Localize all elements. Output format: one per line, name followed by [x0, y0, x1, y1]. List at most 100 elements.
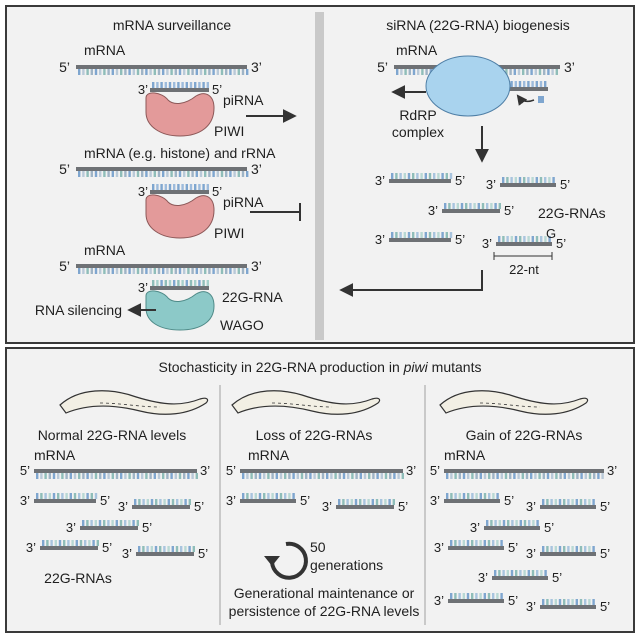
- nucleotide-tick: [571, 599, 574, 605]
- nucleotide-tick: [496, 473, 499, 479]
- nucleotide-tick: [48, 473, 51, 479]
- strand-backbone: [336, 505, 394, 509]
- nucleotide-tick: [449, 173, 453, 179]
- nucleotide-tick: [492, 493, 495, 499]
- nucleotide-tick: [136, 520, 139, 526]
- nucleotide-tick: [505, 69, 508, 75]
- nucleotide-tick: [498, 570, 501, 576]
- bottom-title: Stochasticity in 22G-RNA production in p…: [159, 359, 482, 375]
- nucleotide-tick: [152, 280, 155, 286]
- nucleotide-tick: [54, 540, 57, 546]
- strand-backbone: [540, 505, 596, 509]
- nucleotide-tick: [396, 69, 399, 75]
- nucleotide-tick: [395, 232, 398, 238]
- nucleotide-tick: [138, 546, 141, 552]
- nucleotide-tick: [536, 520, 539, 526]
- nucleotide-tick: [166, 268, 169, 274]
- nucleotide-tick: [542, 599, 545, 605]
- nucleotide-tick: [416, 232, 419, 238]
- nucleotide-tick: [542, 473, 545, 479]
- nucleotide-tick: [528, 520, 531, 526]
- strand-backbone: [76, 65, 247, 69]
- label-3prime: 3’: [26, 540, 36, 555]
- label-5prime: 5’: [59, 258, 70, 274]
- nucleotide-tick: [174, 268, 177, 274]
- nucleotide-tick: [592, 599, 595, 605]
- nucleotide-tick: [120, 69, 123, 75]
- nucleotide-tick: [380, 473, 383, 479]
- nucleotide-tick: [191, 268, 194, 274]
- nucleotide-tick: [86, 520, 89, 526]
- label-3prime: 3’: [607, 463, 617, 478]
- nucleotide-tick: [206, 82, 209, 88]
- nucleotide-tick: [181, 82, 184, 88]
- label-piwi: PIWI: [214, 225, 244, 241]
- nucleotide-tick: [138, 499, 141, 505]
- nucleotide-tick: [82, 473, 85, 479]
- nucleotide-tick: [275, 493, 278, 499]
- nucleotide-tick: [535, 236, 539, 242]
- nucleotide-tick: [73, 493, 77, 499]
- nucleotide-tick: [544, 177, 547, 183]
- nucleotide-tick: [588, 599, 591, 605]
- nucleotide-tick: [548, 177, 551, 183]
- g22-strand: [389, 232, 453, 242]
- nucleotide-tick: [194, 82, 197, 88]
- label-3prime: 3’: [251, 258, 262, 274]
- nucleotide-tick: [558, 546, 562, 552]
- strand-backbone: [448, 546, 504, 550]
- nucleotide-tick: [198, 82, 201, 88]
- nucleotide-tick: [479, 540, 482, 546]
- nucleotide-tick: [592, 546, 595, 552]
- g22-strand-wago: [150, 280, 209, 290]
- nucleotide-tick: [170, 268, 173, 274]
- label-3prime: 3’: [526, 546, 536, 561]
- label-piwi: PIWI: [214, 123, 244, 139]
- nucleotide-tick: [184, 546, 187, 552]
- label-mrna-histone: mRNA (e.g. histone) and rRNA: [84, 145, 276, 161]
- nucleotide-tick: [388, 499, 391, 505]
- strand-backbone: [80, 526, 138, 530]
- title-mrna-surveillance: mRNA surveillance: [113, 17, 231, 33]
- nucleotide-tick: [170, 473, 173, 479]
- label-3prime: 3’: [375, 173, 385, 188]
- nucleotide-tick: [63, 540, 66, 546]
- nucleotide-tick: [183, 171, 186, 177]
- nucleotide-tick: [371, 499, 374, 505]
- nucleotide-tick: [198, 280, 201, 286]
- nucleotide-tick: [237, 171, 240, 177]
- nucleotide-tick: [359, 473, 362, 479]
- nucleotide-tick: [504, 473, 508, 479]
- nucleotide-tick: [454, 593, 457, 599]
- nucleotide-tick: [380, 499, 383, 505]
- nucleotide-tick: [199, 268, 203, 274]
- label-5prime: 5’: [552, 570, 562, 585]
- nucleotide-tick: [555, 69, 558, 75]
- label-3prime: 3’: [434, 540, 444, 555]
- nucleotide-tick: [225, 268, 228, 274]
- nucleotide-tick: [107, 69, 110, 75]
- nucleotide-tick: [84, 540, 87, 546]
- nucleotide-tick: [178, 69, 182, 75]
- label-5prime: 5’: [600, 499, 610, 514]
- nucleotide-tick: [145, 268, 148, 274]
- strand-backbone: [34, 469, 197, 473]
- label-3prime: 3’: [482, 236, 492, 251]
- nucleotide-tick: [347, 473, 350, 479]
- nucleotide-tick: [99, 473, 102, 479]
- nucleotide-tick: [128, 520, 131, 526]
- nucleotide-tick: [354, 499, 358, 505]
- nucleotide-tick: [416, 173, 419, 179]
- nucleotide-tick: [78, 268, 81, 274]
- nucleotide-tick: [534, 69, 537, 75]
- label-5prime: 5’: [59, 161, 70, 177]
- label-3prime: 3’: [564, 59, 575, 75]
- nucleotide-tick: [531, 177, 534, 183]
- nucleotide-tick: [267, 473, 270, 479]
- nucleotide-tick: [181, 280, 184, 286]
- nucleotide-tick: [317, 473, 320, 479]
- nucleotide-tick: [544, 81, 547, 87]
- nucleotide-tick: [313, 473, 316, 479]
- label-3prime: 3’: [200, 463, 210, 478]
- nucleotide-tick: [515, 520, 518, 526]
